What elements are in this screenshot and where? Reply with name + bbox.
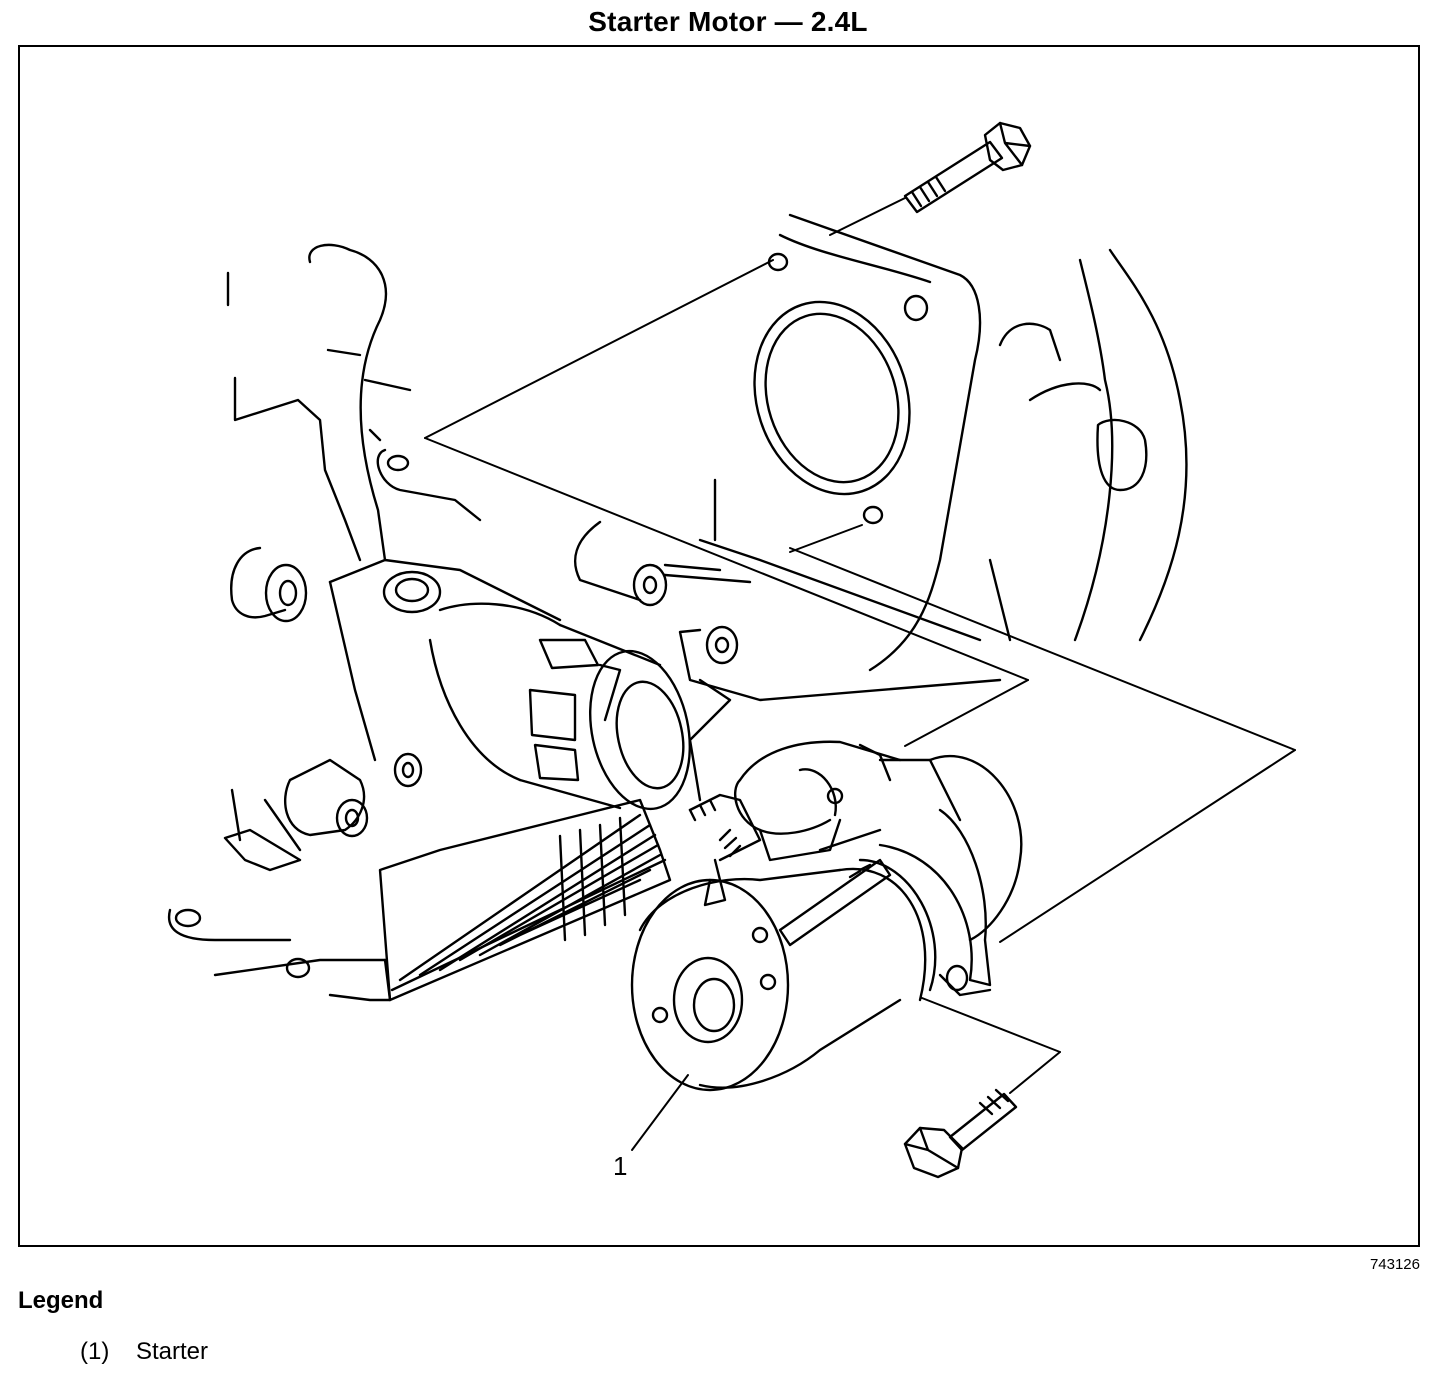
figure-id: 743126 [1369,1256,1420,1273]
callout-leader [631,1074,689,1151]
legend-heading: Legend [18,1287,104,1314]
oil-filter-assembly [230,520,1002,811]
lower-bolt [903,1088,1018,1179]
legend-item: (1) Starter [80,1338,208,1366]
mounting-flange [386,252,929,525]
legend-item-number: (1) [80,1338,110,1365]
callout-number-1: 1 [613,1151,627,1181]
illustration-frame [18,45,1420,1247]
oil-pan [167,678,732,1002]
starter-motor [630,740,1023,1092]
diagram-title: Starter Motor — 2.4L [588,6,868,37]
alignment-lines [424,197,1296,1094]
legend-item-label: Starter [136,1338,209,1365]
upper-bolt [903,121,1032,214]
engine-block [226,213,1188,672]
